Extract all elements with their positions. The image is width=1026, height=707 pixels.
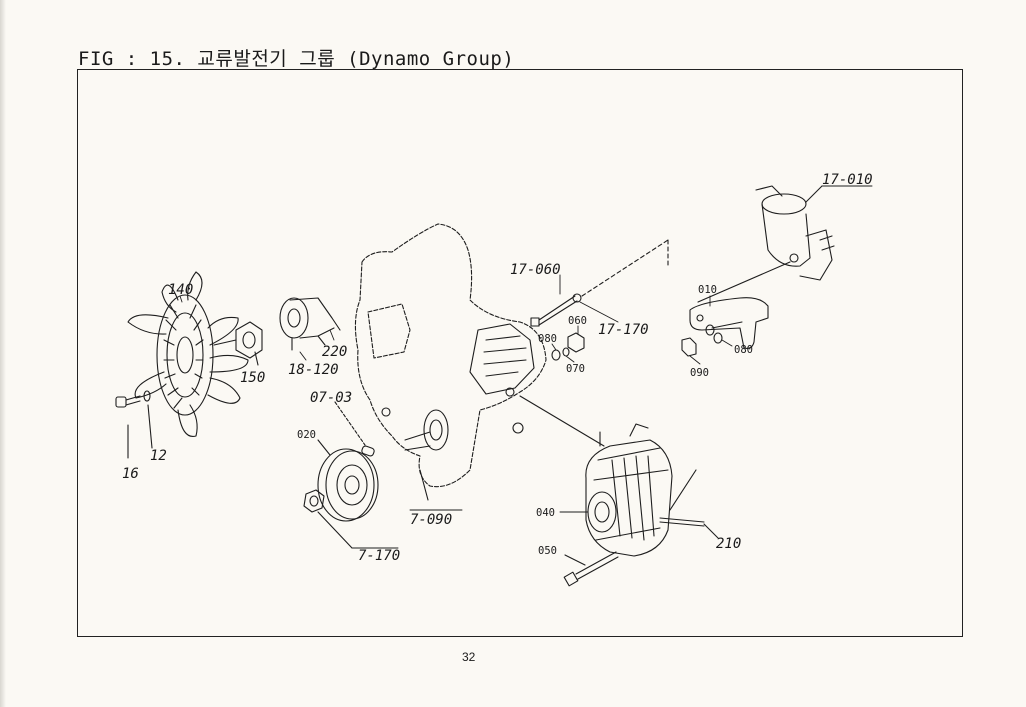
label-part-090: 090 xyxy=(690,367,709,379)
label-part-17-010: 17-010 xyxy=(822,172,873,188)
label-part-17-060: 17-060 xyxy=(510,262,561,278)
fan-bolt-drawing xyxy=(115,390,153,459)
page-number: 32 xyxy=(462,650,476,664)
alternator-bolt-drawing xyxy=(563,551,619,587)
label-part-7-170: 7-170 xyxy=(358,548,400,564)
fan-pulley-bracket-drawing xyxy=(279,297,341,351)
label-part-12: 12 xyxy=(150,448,167,464)
cooling-fan-drawing xyxy=(127,271,249,438)
key-drawing xyxy=(334,401,375,457)
label-part-220: 220 xyxy=(322,344,347,360)
label-part-040: 040 xyxy=(536,507,555,519)
label-part-17-170: 17-170 xyxy=(598,322,649,338)
label-part-07-03: 07-03 xyxy=(310,390,352,406)
label-part-020: 020 xyxy=(297,429,316,441)
page-title: FIG : 15. 교류발전기 그룹 (Dynamo Group) xyxy=(78,48,515,70)
label-part-060: 060 xyxy=(568,315,587,327)
label-part-18-120: 18-120 xyxy=(288,362,339,378)
adjusting-bar-drawing xyxy=(689,261,791,349)
gear-case-drawing xyxy=(354,223,547,488)
leader-lines xyxy=(179,185,873,549)
bolt-090-drawing xyxy=(681,332,723,357)
label-part-080-left: 080 xyxy=(538,333,557,345)
crank-pulley-drawing xyxy=(317,439,379,522)
fan-spacer-drawing xyxy=(213,321,263,366)
crank-shaft-drawing xyxy=(404,409,449,501)
crank-nut-drawing xyxy=(303,489,353,549)
water-outlet-drawing xyxy=(755,185,835,281)
scan-edge-shadow xyxy=(0,0,6,707)
label-part-150: 150 xyxy=(240,370,265,386)
label-part-080-right: 080 xyxy=(734,344,753,356)
label-part-070: 070 xyxy=(566,363,585,375)
alternator-stud-drawing xyxy=(659,469,719,539)
label-part-140: 140 xyxy=(168,282,193,298)
label-part-7-090: 7-090 xyxy=(410,512,452,528)
label-part-210: 210 xyxy=(716,536,741,552)
label-part-16: 16 xyxy=(122,466,139,482)
adjuster-bolt-drawing xyxy=(530,239,669,327)
label-part-010: 010 xyxy=(698,284,717,296)
label-part-050: 050 xyxy=(538,545,557,557)
alternator-drawing xyxy=(519,395,673,557)
diagram-frame xyxy=(77,69,963,637)
